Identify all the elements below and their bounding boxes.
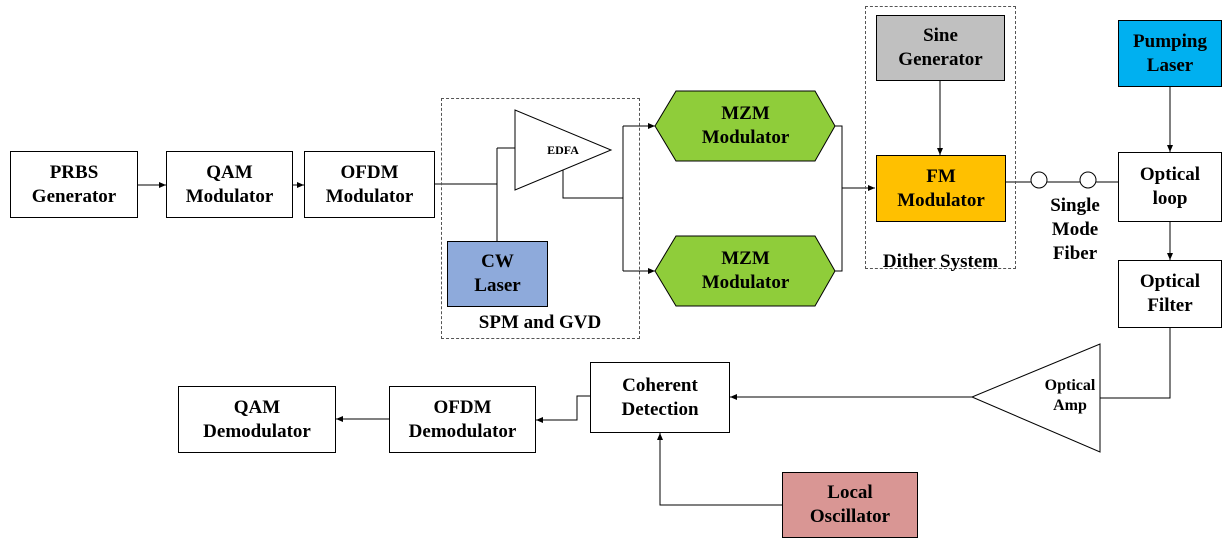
pumping-laser-block: Pumping Laser xyxy=(1118,20,1222,87)
fm-modulator-block: FM Modulator xyxy=(876,155,1006,222)
sine-generator-block: Sine Generator xyxy=(876,15,1005,81)
optical-loop-block: Optical loop xyxy=(1118,152,1222,222)
mzm-top-label: MZM Modulator xyxy=(701,103,790,148)
spm-gvd-label: SPM and GVD xyxy=(478,312,602,333)
local-oscillator-block: Local Oscillator xyxy=(782,472,918,538)
wire-mzm-top-output xyxy=(835,125,843,188)
optical-amp-triangle xyxy=(970,343,1101,453)
dither-system-group xyxy=(865,6,1016,269)
arrow-coherent-to-ofdm-demod xyxy=(536,395,590,423)
arrow-local-osc-to-coherent xyxy=(657,433,782,506)
wire-filter-to-amp xyxy=(1100,328,1171,399)
fiber-coil-left xyxy=(1030,171,1048,189)
qam-modulator-block: QAM Modulator xyxy=(166,151,293,218)
ofdm-modulator-block: OFDM Modulator xyxy=(304,151,435,218)
optical-filter-block: Optical Filter xyxy=(1118,260,1222,328)
edfa-label: EDFA xyxy=(547,143,579,157)
coherent-detection-block: Coherent Detection xyxy=(590,362,730,433)
wire-mzm-bottom-output xyxy=(835,188,843,272)
mzm-top-hexagon xyxy=(654,90,836,162)
fiber-coil-right xyxy=(1079,171,1097,189)
mzm-bottom-label: MZM Modulator xyxy=(701,248,790,293)
optical-amp-label: Optical Amp xyxy=(1044,377,1096,414)
dither-system-label: Dither System xyxy=(882,251,999,272)
cw-laser-block: CW Laser xyxy=(447,241,548,307)
edfa-triangle xyxy=(514,109,613,191)
spm-gvd-group xyxy=(441,98,640,339)
ofdm-demodulator-block: OFDM Demodulator xyxy=(389,386,536,453)
prbs-generator-block: PRBS Generator xyxy=(10,151,138,218)
qam-demodulator-block: QAM Demodulator xyxy=(178,386,336,453)
single-mode-fiber-label: Single Mode Fiber xyxy=(1050,195,1100,264)
wire-edfa-output xyxy=(562,170,623,199)
mzm-bottom-hexagon xyxy=(654,235,836,307)
